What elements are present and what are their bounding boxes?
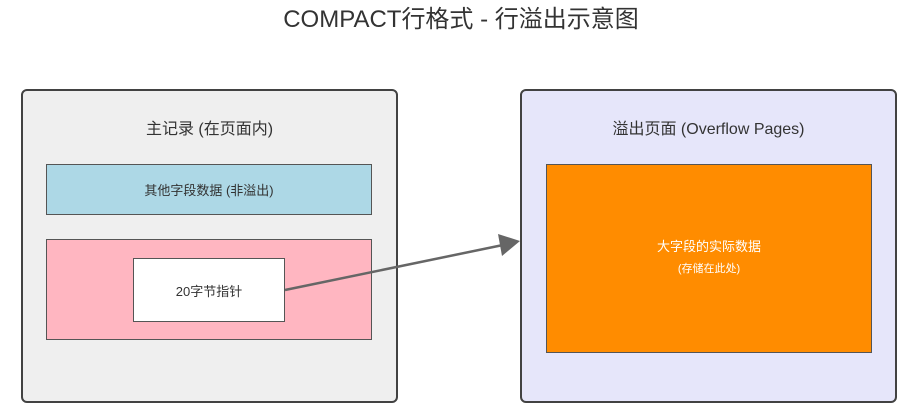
- pointer-node: 20字节指针: [133, 258, 285, 322]
- other-fields-label: 其他字段数据 (非溢出): [144, 183, 274, 198]
- diagram-title: COMPACT行格式 - 行溢出示意图: [283, 6, 639, 33]
- actual-data-node: 大字段的实际数据 (存储在此处): [546, 164, 872, 353]
- overflow-pages-label: 溢出页面 (Overflow Pages): [612, 121, 805, 138]
- arrowhead-icon: [498, 234, 520, 256]
- pointer-label: 20字节指针: [175, 283, 243, 299]
- other-fields-node: 其他字段数据 (非溢出): [46, 164, 372, 215]
- actual-data-label: 大字段的实际数据: [656, 238, 761, 254]
- main-record-label: 主记录 (在页面内): [145, 121, 274, 138]
- actual-data-sublabel: (存储在此处): [677, 262, 741, 275]
